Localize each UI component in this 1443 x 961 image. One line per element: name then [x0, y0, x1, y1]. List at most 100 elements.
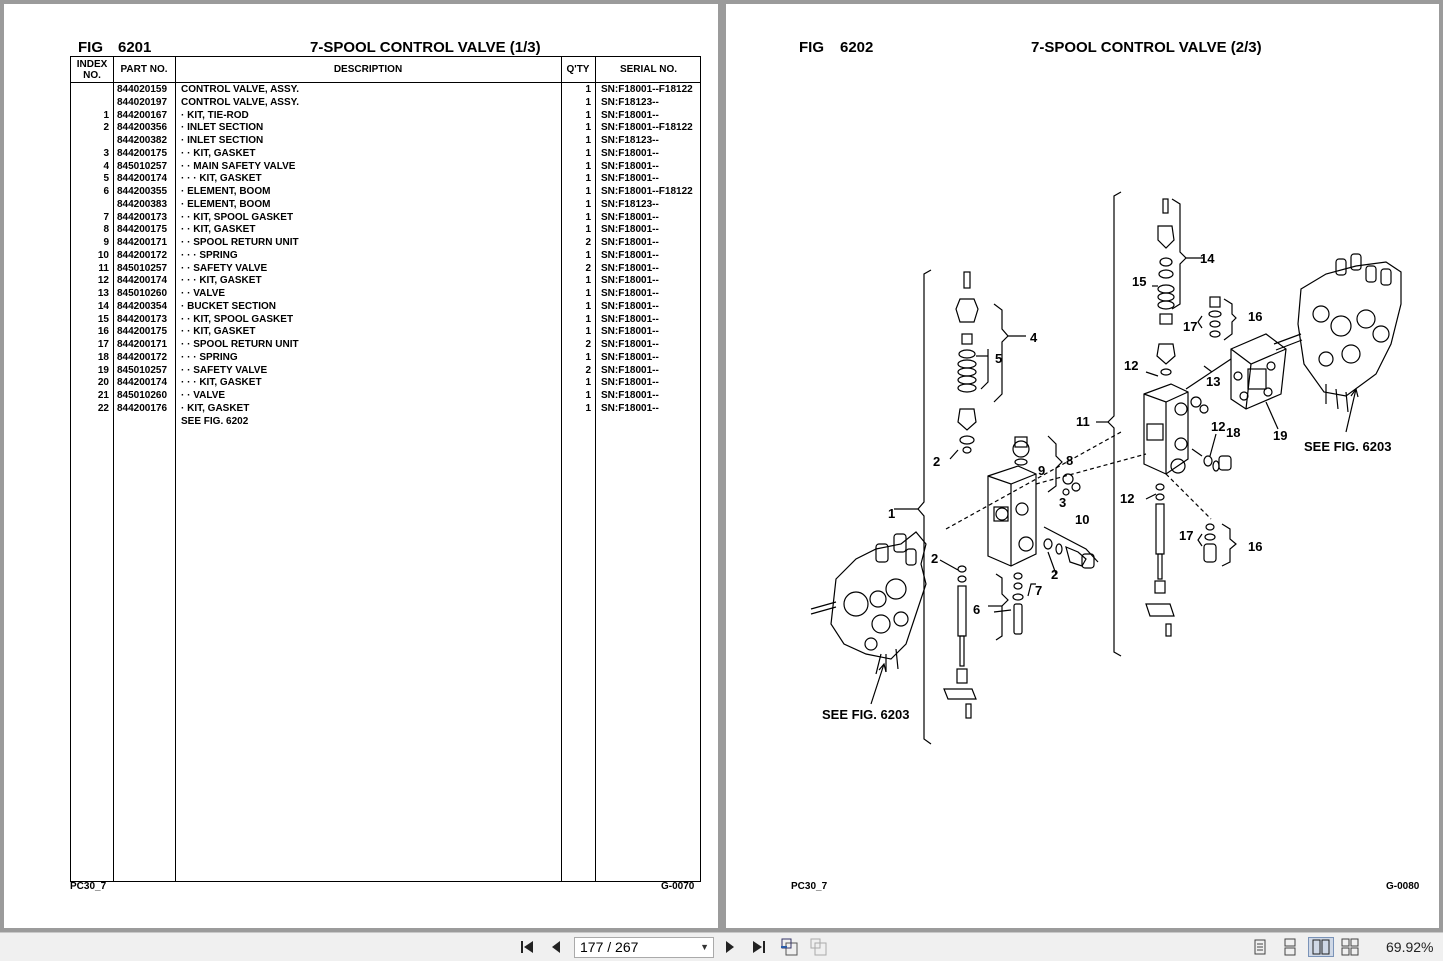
row-serial: SN:F18001--F18122 — [601, 84, 693, 95]
next-view-icon[interactable] — [808, 937, 828, 957]
continuous-icon[interactable] — [1280, 937, 1300, 957]
row-part-no: 845010257 — [117, 364, 168, 376]
row-description: · · · KIT, GASKET — [181, 377, 262, 389]
row-qty: 1 — [585, 224, 591, 236]
row-qty: 2 — [585, 339, 591, 350]
bucket-valve-stack — [1156, 198, 1176, 376]
inlet-section-block — [987, 436, 1037, 567]
row-index: 13 — [97, 288, 109, 299]
header-description: DESCRIPTION — [333, 64, 403, 75]
row-part-no: 844200355 — [117, 186, 168, 197]
row-description: · · SAFETY VALVE — [181, 262, 268, 274]
bucket-section-block — [1143, 383, 1189, 475]
facing-icon[interactable] — [1308, 937, 1334, 957]
document-page-right: FIG 6202 7-SPOOL CONTROL VALVE (2/3) — [726, 4, 1439, 928]
next-page-icon[interactable] — [720, 937, 740, 957]
row-index: 2 — [103, 122, 109, 134]
row-part-no: 844200175 — [117, 147, 168, 159]
row-description: · INLET SECTION — [181, 135, 264, 146]
row-serial: SN:F18001-- — [601, 390, 659, 401]
row-part-no: 845010257 — [117, 160, 168, 172]
row-serial: SN:F18001-- — [601, 147, 659, 159]
callout-11: 11 — [1076, 414, 1090, 429]
safety-valve-part — [1043, 538, 1095, 569]
row-part-no: 845010260 — [117, 390, 168, 401]
callout-10: 10 — [1075, 512, 1090, 527]
row-serial: SN:F18001-- — [601, 211, 659, 223]
row-index: 11 — [98, 262, 109, 274]
row-serial: SN:F18001-- — [601, 160, 659, 172]
row-serial: SN:F18123-- — [601, 135, 659, 146]
row-qty: 1 — [585, 160, 591, 172]
header-serial: SERIAL NO. — [619, 64, 678, 75]
row-description: SEE FIG. 6202 — [181, 415, 249, 427]
row-qty: 2 — [585, 237, 591, 248]
main-safety-valve-parts — [955, 271, 979, 454]
row-description: · · KIT, SPOOL GASKET — [181, 313, 294, 325]
row-index: 20 — [97, 377, 109, 389]
row-qty: 1 — [585, 402, 591, 414]
prev-page-icon[interactable] — [546, 937, 566, 957]
row-qty: 1 — [585, 326, 591, 338]
footer-page-code: G-0080 — [1386, 881, 1420, 892]
row-qty: 1 — [585, 96, 591, 108]
row-part-no: 844200175 — [117, 326, 168, 338]
callout-19: 19 — [1273, 428, 1288, 443]
single-page-icon[interactable] — [1250, 937, 1270, 957]
continuous-facing-icon[interactable] — [1340, 937, 1360, 957]
valve-assembly-left — [810, 531, 927, 675]
chevron-down-icon[interactable]: ▼ — [700, 942, 709, 952]
row-part-no: 844200167 — [117, 109, 168, 121]
callout-2: 2 — [931, 551, 939, 566]
valve-part-19 — [1230, 333, 1287, 410]
callout-16: 16 — [1248, 309, 1263, 324]
zoom-level[interactable]: 69.92% — [1386, 939, 1434, 955]
fig-label: FIG — [799, 39, 824, 56]
row-index: 5 — [103, 173, 109, 185]
page-title: 7-SPOOL CONTROL VALVE (2/3) — [1031, 39, 1262, 56]
callout-17: 17 — [1183, 319, 1198, 334]
row-serial: SN:F18001-- — [601, 288, 659, 299]
row-description: · · KIT, SPOOL GASKET — [181, 211, 294, 223]
row-description: · · SAFETY VALVE — [181, 364, 268, 376]
row-index: 17 — [97, 339, 109, 350]
row-qty: 1 — [585, 198, 591, 210]
row-description: · KIT, GASKET — [181, 402, 250, 414]
callout-13: 13 — [1206, 374, 1221, 389]
prev-view-icon[interactable] — [779, 937, 799, 957]
page-number-input[interactable]: 177 / 267 ▼ — [574, 937, 714, 958]
fig-label: FIG — [78, 39, 103, 56]
see-fig-reference-right: SEE FIG. 6203 — [1304, 439, 1392, 454]
row-description: · ELEMENT, BOOM — [181, 186, 271, 197]
row-index: 22 — [97, 402, 109, 414]
row-index: 15 — [97, 313, 109, 325]
row-serial: SN:F18001-- — [601, 313, 659, 325]
row-index: 4 — [103, 160, 109, 172]
first-page-icon[interactable] — [518, 937, 538, 957]
row-description: · · KIT, GASKET — [181, 147, 256, 159]
row-part-no: 844200382 — [117, 135, 168, 146]
row-part-no: 844200356 — [117, 122, 168, 134]
row-description: CONTROL VALVE, ASSY. — [181, 96, 299, 108]
row-description: · · · SPRING — [181, 351, 238, 363]
row-qty: 1 — [585, 147, 591, 159]
row-part-no: 844200174 — [117, 173, 168, 185]
row-part-no: 844200172 — [117, 351, 168, 363]
row-qty: 1 — [585, 173, 591, 185]
row-serial: SN:F18001-- — [601, 377, 659, 389]
page-number-display: 177 / 267 — [580, 939, 639, 955]
last-page-icon[interactable] — [749, 937, 769, 957]
row-serial: SN:F18001-- — [601, 402, 659, 414]
row-serial: SN:F18001-- — [601, 339, 659, 350]
row-serial: SN:F18001-- — [601, 109, 659, 121]
